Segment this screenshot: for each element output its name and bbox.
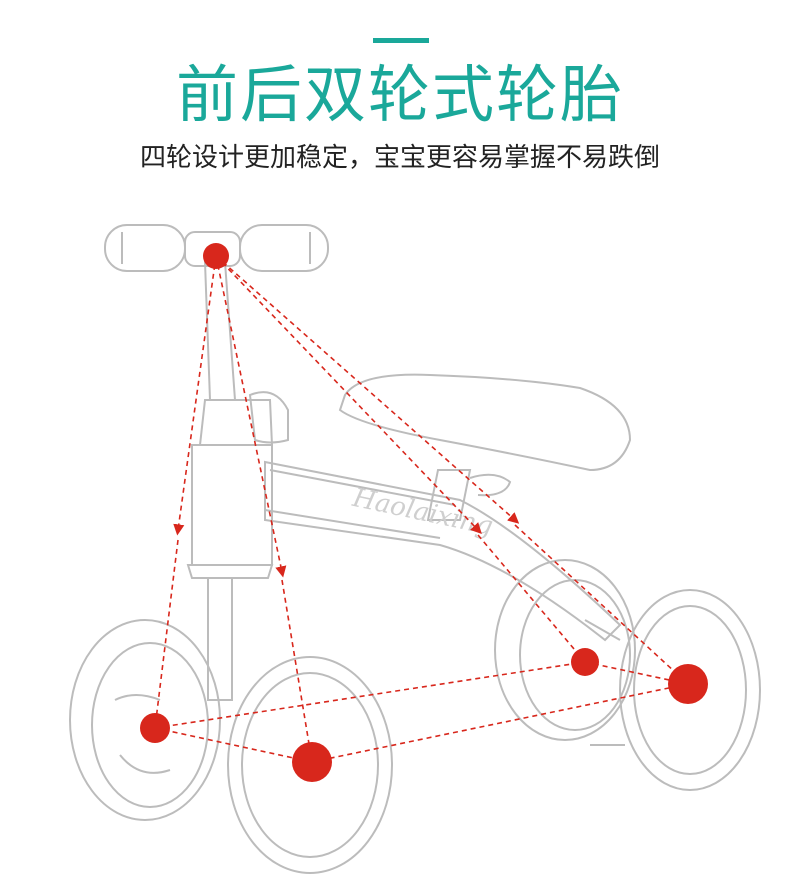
- rear-right-wheel-marker: [668, 664, 708, 704]
- brand-logo: Haolaixing: [349, 483, 495, 542]
- page-subtitle: 四轮设计更加稳定，宝宝更容易掌握不易跌倒: [139, 143, 660, 173]
- handlebar-marker: [203, 243, 229, 269]
- title-accent-bar: [373, 38, 429, 43]
- front-right-wheel-marker: [292, 742, 332, 782]
- handlebar: [104, 224, 329, 272]
- front-fork: [186, 261, 289, 701]
- rear-left-wheel: [494, 559, 636, 741]
- page-title: 前后双轮式轮胎: [175, 58, 624, 131]
- rear-left-wheel-marker: [571, 648, 599, 676]
- rear-right-wheel: [584, 589, 761, 791]
- front-left-wheel: [69, 619, 221, 821]
- stability-guide-lines: [154, 255, 689, 763]
- front-left-wheel-marker: [140, 713, 170, 743]
- bike-frame: [264, 460, 622, 642]
- front-right-wheel: [227, 656, 393, 874]
- balance-bike-illustration: Haolaixing: [69, 224, 761, 874]
- bike-seat: [338, 373, 632, 472]
